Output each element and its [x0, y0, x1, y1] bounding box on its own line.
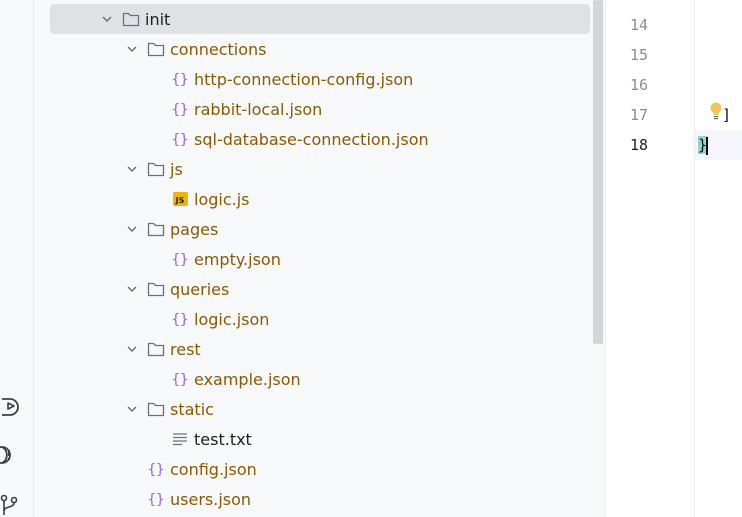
tree-item-label: http-connection-config.json: [194, 69, 414, 89]
tree-item-label: logic.js: [194, 189, 250, 209]
tree-row-pages[interactable]: pages: [35, 214, 604, 244]
tree-item-label: example.json: [194, 369, 301, 389]
tree-item-label: static: [170, 399, 214, 419]
folder-icon: [147, 40, 165, 58]
tree-row-empty-json[interactable]: {} empty.json: [35, 244, 604, 274]
tree-row-example-json[interactable]: {} example.json: [35, 364, 604, 394]
json-file-icon: {}: [171, 370, 189, 388]
chevron-down-icon[interactable]: [124, 281, 140, 297]
tree-item-label: queries: [170, 279, 230, 299]
code-line-18: }: [698, 130, 709, 160]
code-line-17: ]: [722, 106, 732, 124]
line-number: 15: [629, 46, 648, 64]
tree-scrollbar[interactable]: [592, 0, 604, 517]
line-number: 17: [629, 106, 648, 124]
json-file-icon: {}: [147, 490, 165, 508]
tree-row-users-json[interactable]: {} users.json: [35, 484, 604, 514]
intention-bulb-icon[interactable]: [709, 102, 723, 120]
tree-item-label: init: [145, 9, 171, 29]
svg-text:{}: {}: [172, 72, 189, 87]
folder-icon: [147, 220, 165, 238]
tree-row-static[interactable]: static: [35, 394, 604, 424]
git-branch-icon[interactable]: [0, 493, 20, 515]
tree-item-label: sql-database-connection.json: [194, 129, 429, 149]
text-caret: [706, 136, 709, 155]
tree-item-label: connections: [170, 39, 267, 59]
matched-brace: }: [698, 136, 708, 154]
svg-text:{}: {}: [172, 102, 189, 117]
folder-icon: [147, 340, 165, 358]
tree-row-logic-js[interactable]: JS logic.js: [35, 184, 604, 214]
chevron-down-icon[interactable]: [124, 221, 140, 237]
json-file-icon: {}: [171, 70, 189, 88]
svg-text:{}: {}: [172, 132, 189, 147]
tree-row-http-connection-config[interactable]: {} http-connection-config.json: [35, 64, 604, 94]
chevron-down-icon[interactable]: [124, 401, 140, 417]
tree-row-sql-database-connection[interactable]: {} sql-database-connection.json: [35, 124, 604, 154]
tree-item-label: rabbit-local.json: [194, 99, 323, 119]
chevron-down-icon[interactable]: [99, 11, 115, 27]
json-file-icon: {}: [171, 250, 189, 268]
tree-row-logic-json[interactable]: {} logic.json: [35, 304, 604, 334]
tree-row-test-txt[interactable]: test.txt: [35, 424, 604, 454]
svg-text:{}: {}: [148, 462, 165, 477]
selection-highlight: [50, 4, 590, 34]
svg-text:{}: {}: [172, 252, 189, 267]
tree-row-connections[interactable]: connections: [35, 34, 604, 64]
tree-row-rest[interactable]: rest: [35, 334, 604, 364]
tree-row-js[interactable]: js: [35, 154, 604, 184]
tree-row-config-json[interactable]: {} config.json: [35, 454, 604, 484]
line-number-current: 18: [629, 136, 648, 154]
tree-row-rabbit-local[interactable]: {} rabbit-local.json: [35, 94, 604, 124]
tree-item-label: test.txt: [194, 429, 252, 449]
folder-icon: [147, 280, 165, 298]
tree-row-init[interactable]: init: [35, 4, 604, 34]
tree-row-queries[interactable]: queries: [35, 274, 604, 304]
line-number: 16: [629, 76, 648, 94]
run-debug-icon[interactable]: [0, 395, 20, 417]
tree-item-label: logic.json: [194, 309, 270, 329]
json-file-icon: {}: [147, 460, 165, 478]
folder-icon: [147, 400, 165, 418]
svg-text:{}: {}: [172, 312, 189, 327]
chevron-down-icon[interactable]: [124, 41, 140, 57]
chevron-down-icon[interactable]: [124, 341, 140, 357]
text-file-icon: [171, 430, 189, 448]
tree-item-label: js: [170, 159, 183, 179]
tree-item-label: config.json: [170, 459, 257, 479]
line-number: 14: [629, 16, 648, 34]
problems-icon[interactable]: [0, 444, 20, 466]
tree-item-label: rest: [170, 339, 201, 359]
code-editor[interactable]: 14 15 16 17 18 ] }: [605, 0, 742, 517]
javascript-file-icon: JS: [171, 190, 189, 208]
tool-window-strip: [0, 0, 34, 517]
json-file-icon: {}: [171, 130, 189, 148]
js-badge-text: JS: [172, 192, 188, 206]
folder-icon: [147, 160, 165, 178]
tree-item-label: pages: [170, 219, 219, 239]
tree-item-label: users.json: [170, 489, 252, 509]
chevron-down-icon[interactable]: [124, 161, 140, 177]
svg-text:{}: {}: [148, 492, 165, 507]
line-number-gutter: [606, 0, 695, 517]
scrollbar-thumb[interactable]: [593, 0, 603, 344]
tree-item-label: empty.json: [194, 249, 281, 269]
folder-icon: [122, 10, 140, 28]
json-file-icon: {}: [171, 100, 189, 118]
svg-text:{}: {}: [172, 372, 189, 387]
json-file-icon: {}: [171, 310, 189, 328]
project-tree: init connections {} http-connection-conf…: [35, 0, 604, 517]
